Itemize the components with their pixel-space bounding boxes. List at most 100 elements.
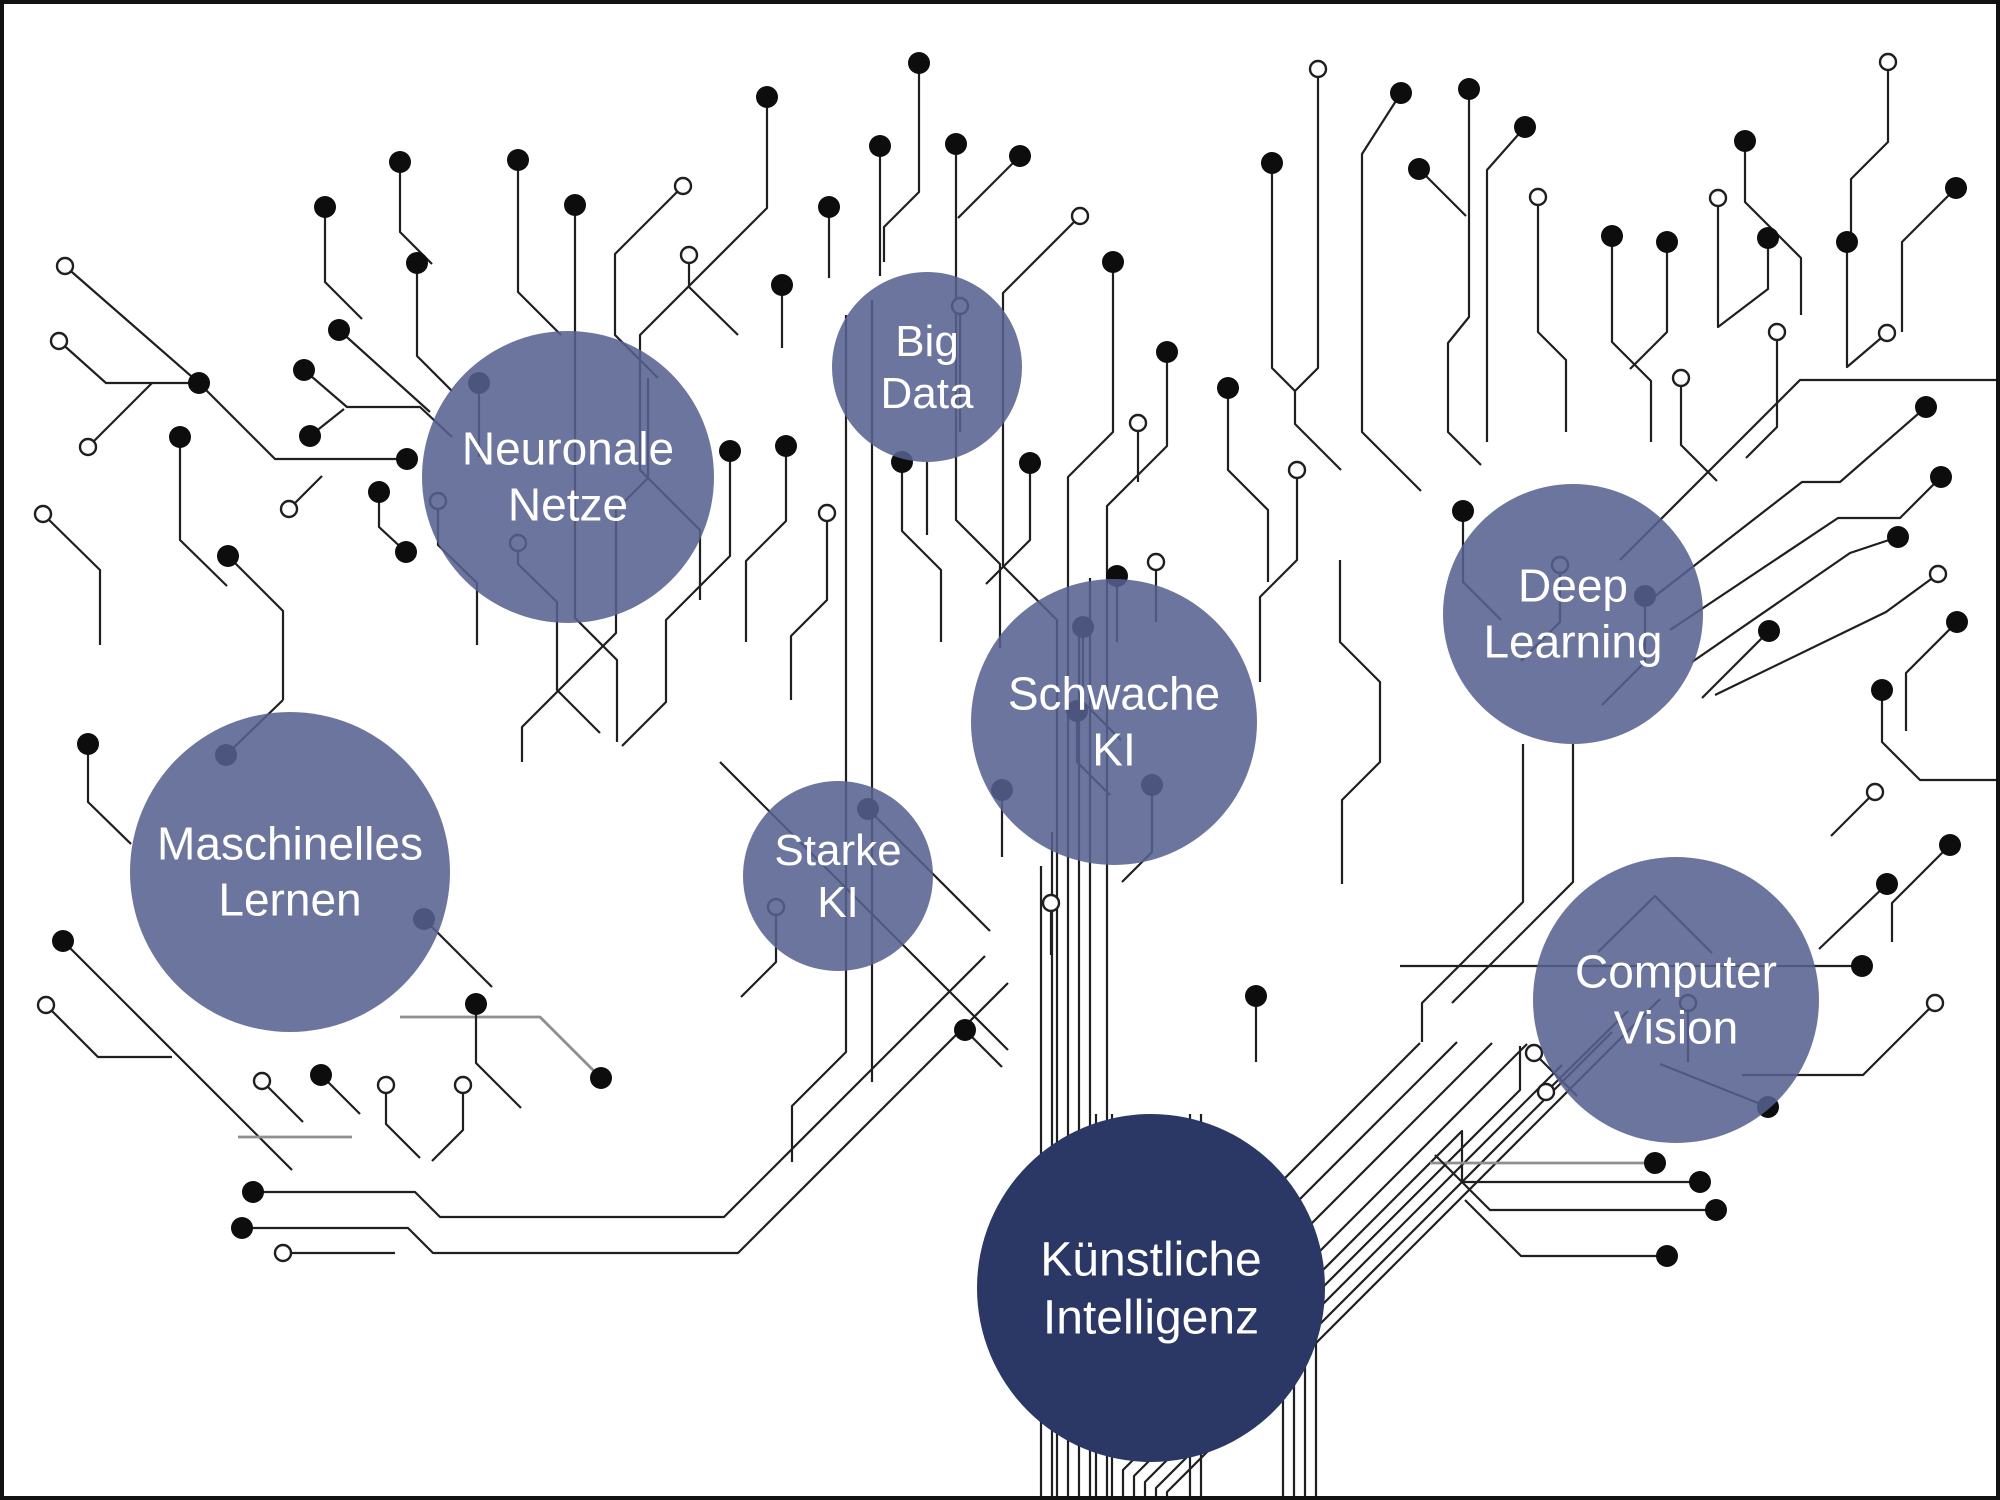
filled-endpoint-dot [217,545,239,567]
node-label-big-data-line2: Data [881,369,974,418]
hollow-endpoint-dot [1524,1043,1544,1063]
filled-endpoint-dot [1156,341,1178,363]
filled-endpoint-dot [1946,611,1968,633]
circuit-trace [227,555,285,700]
filled-endpoint-dot [1758,620,1780,642]
filled-endpoint-dot [1656,231,1678,253]
node-label-computer-vision-line1: Computer [1575,946,1777,998]
circuit-trace [198,382,407,461]
circuit-trace [1121,1129,1700,1500]
filled-endpoint-dot [1408,158,1430,180]
circuit-trace [1714,573,1939,696]
hollow-endpoint-dot [1877,323,1897,343]
circuit-trace [1293,69,1342,471]
nodes-layer: MaschinellesLernenNeuronaleNetzeBigDataS… [130,272,1819,1462]
filled-endpoint-dot [368,481,390,503]
filled-endpoint-dot [52,930,74,952]
circuit-trace [882,63,921,262]
filled-endpoint-dot [231,1217,253,1239]
filled-endpoint-dot [1915,396,1937,418]
circuit-trace [957,155,1021,219]
circuit-trace [1629,242,1669,370]
filled-endpoint-dot [1836,231,1858,253]
circuit-trace [1845,242,1888,369]
filled-endpoint-dot [1945,177,1967,199]
hollow-endpoint-dot [1308,59,1328,79]
circuit-trace [1226,388,1270,582]
hollow-endpoint-dot [1708,188,1728,208]
filled-endpoint-dot [310,1064,332,1086]
hollow-endpoint-dot [1287,460,1307,480]
circuit-trace [1849,62,1890,242]
filled-endpoint-dot [1514,116,1536,138]
circuit-trace [985,463,1032,585]
filled-endpoint-dot [1217,377,1239,399]
node-label-starke-ki-line2: KI [817,878,859,927]
hollow-endpoint-dot [673,176,693,196]
hollow-endpoint-dot [55,256,75,276]
circuit-trace [1691,535,1899,663]
filled-endpoint-dot [1930,466,1952,488]
circuit-trace [1716,198,1770,329]
circuit-trace [1669,476,1942,631]
circuit-trace [1132,1046,1522,1500]
circuit-trace [1830,791,1876,837]
filled-endpoint-dot [1601,225,1623,247]
filled-endpoint-dot [299,425,321,447]
node-circle-maschinelles-lernen [130,712,450,1032]
filled-endpoint-dot [1851,955,1873,977]
circuit-trace [1610,236,1653,442]
circuit-trace [384,1085,421,1159]
circuit-trace [338,329,431,413]
node-label-maschinelles-lernen-line1: Maschinelles [157,818,423,870]
circuit-trace [789,513,829,700]
filled-endpoint-dot [1656,1245,1678,1267]
circuit-trace [1880,690,2000,782]
filled-endpoint-dot [1757,227,1779,249]
hollow-endpoint-dot [33,504,53,524]
filled-endpoint-dot [945,133,967,155]
circuit-trace [398,162,433,265]
circuit-trace [1446,89,1482,466]
circuit-trace [1451,744,1575,1004]
circuit-trace [253,955,986,1219]
circuit-trace [1818,883,1888,950]
node-label-deep-learning-line2: Learning [1483,616,1662,668]
hollow-endpoint-dot [1878,52,1898,72]
circuit-trace [1464,1199,1667,1258]
filled-endpoint-dot [1871,679,1893,701]
node-circle-neuronale-netze [422,331,714,623]
hollow-endpoint-dot [1536,1082,1556,1102]
hollow-endpoint-dot [36,995,56,1015]
node-circle-deep-learning [1443,484,1703,744]
node-circle-big-data [832,272,1022,462]
filled-endpoint-dot [771,274,793,296]
circuit-trace [1066,262,1115,1500]
filled-endpoint-dot [242,1181,264,1203]
circuit-trace [1904,621,1958,731]
node-label-kuenstliche-intelligenz-line2: Intelligenz [1043,1291,1259,1344]
circuit-trace [1420,744,1525,1042]
filled-endpoint-dot [395,541,417,563]
filled-endpoint-dot [775,435,797,457]
hollow-endpoint-dot [1767,322,1787,342]
filled-endpoint-dot [188,372,210,394]
circuit-trace [58,340,196,385]
filled-endpoint-dot [869,135,891,157]
filled-endpoint-dot [507,149,529,171]
circuit-trace [1303,1042,1493,1500]
filled-endpoint-dot [1261,152,1283,174]
circuit-trace [86,744,132,845]
circuit-trace [790,315,848,1162]
circuit-trace [1485,126,1526,442]
hollow-endpoint-dot [273,1243,293,1263]
circuit-trace [621,451,732,747]
circuit-trace [1360,92,1422,492]
filled-endpoint-dot [1887,526,1909,548]
hollow-endpoint-dot [817,503,837,523]
